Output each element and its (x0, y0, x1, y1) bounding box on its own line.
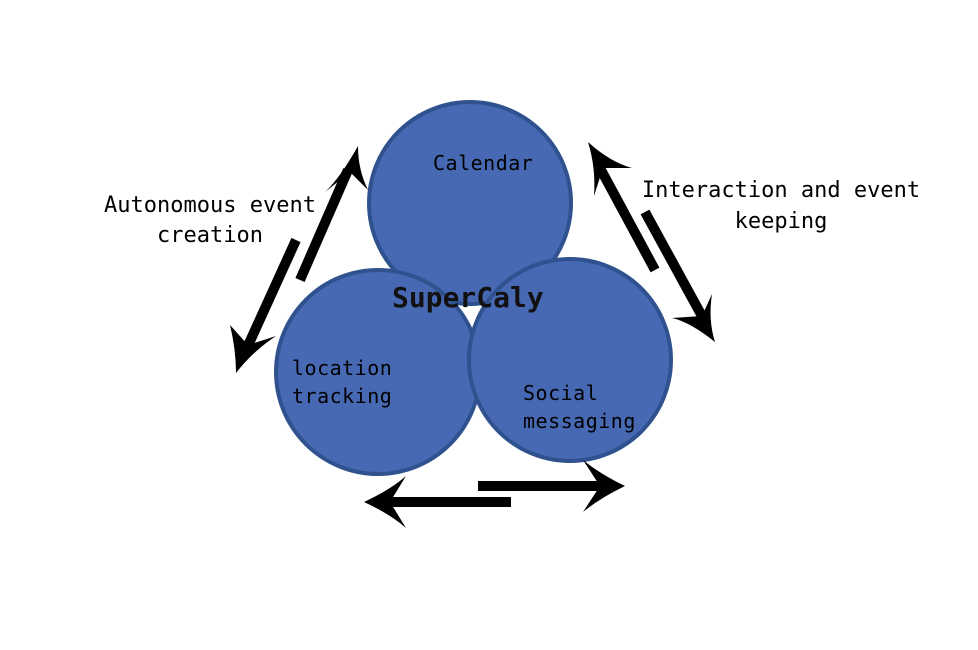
left-up-arrow-shaft (300, 170, 348, 280)
right-edge-label-line1: Interaction and event (642, 178, 920, 203)
location-tracking-label-line1: location (292, 356, 392, 380)
left-edge-label-line2: creation (157, 223, 263, 248)
social-messaging-label-line1: Social (523, 381, 598, 405)
right-edge-label-line2: keeping (735, 209, 828, 234)
center-title: SuperCaly (392, 281, 544, 314)
social-messaging-label-line2: messaging (523, 409, 636, 433)
left-edge-label-line1: Autonomous event (104, 193, 316, 218)
location-tracking-label-line2: tracking (292, 384, 392, 408)
calendar-label: Calendar (433, 151, 533, 175)
